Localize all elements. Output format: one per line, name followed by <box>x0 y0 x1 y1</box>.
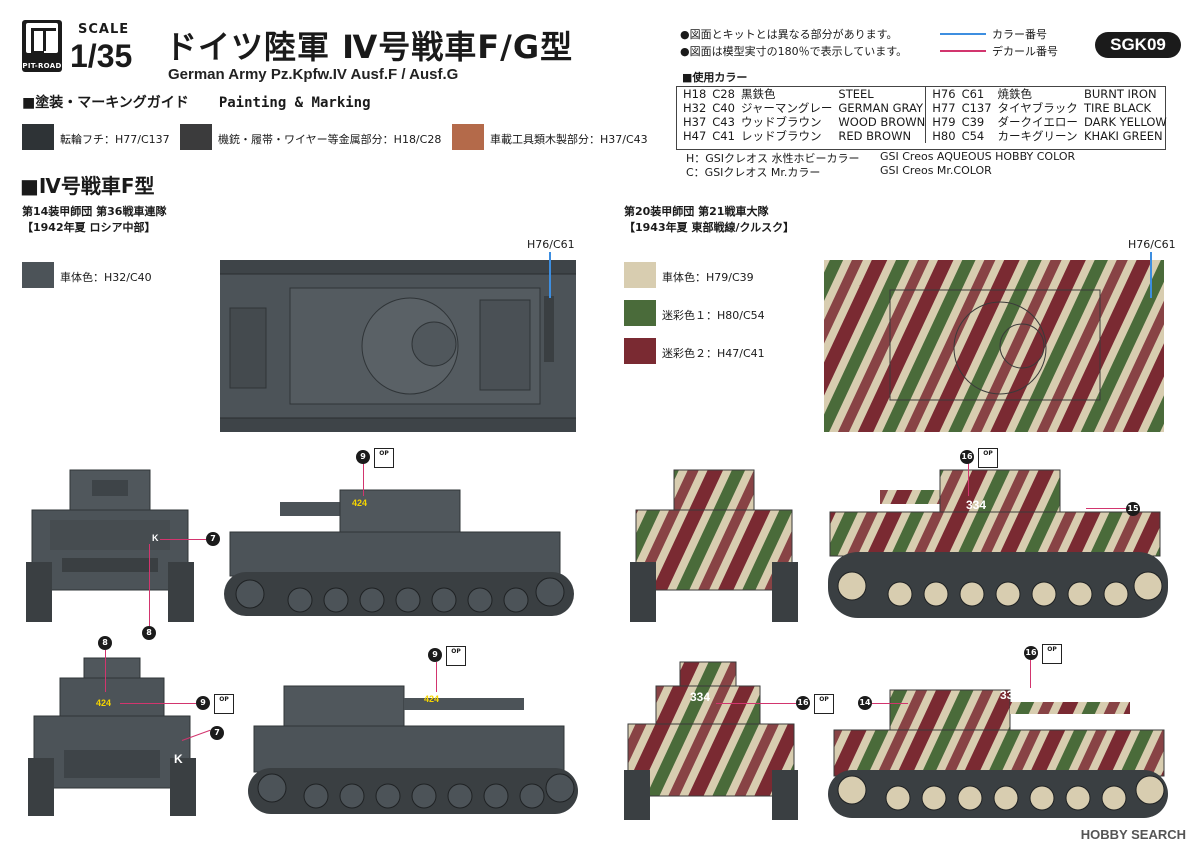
scheme2-front-view <box>630 469 798 622</box>
footnote-c-en: GSI Creos Mr.COLOR <box>880 164 992 177</box>
product-code-badge: SGK09 <box>1095 32 1181 58</box>
scheme2-top-view <box>824 260 1164 432</box>
leader-16-rear <box>716 703 796 704</box>
legend-decal-line <box>940 50 986 52</box>
leader-16-side <box>968 462 969 496</box>
decal-number-9: 9 <box>356 450 370 464</box>
leader-8-rear <box>105 650 106 692</box>
scheme1-rear-view <box>28 657 196 816</box>
scheme1-side-424: 424 <box>352 498 368 508</box>
section-title: ■Ⅳ号戦車F型 <box>20 174 155 198</box>
scheme2-side-view-right <box>828 689 1168 818</box>
decal-number-14: 14 <box>858 696 872 710</box>
leader-14 <box>872 703 908 704</box>
op-badge: OP <box>214 694 234 714</box>
scheme1-side-view-right <box>248 685 578 814</box>
op-badge: OP <box>978 448 998 468</box>
scheme2-camo2-swatch <box>624 338 656 364</box>
scheme2-base-swatch-label: 車体色：H79/C39 <box>662 271 754 284</box>
leader-15 <box>1086 508 1126 509</box>
legend-color-label: カラー番号 <box>992 28 1047 41</box>
decal-number-7: 7 <box>206 532 220 546</box>
decal-number-9-side2: 9 <box>428 648 442 662</box>
scheme1-callout-line <box>549 252 551 298</box>
decal-number-9-rear: 9 <box>196 696 210 710</box>
footnote-h: H：GSIクレオス 水性ホビーカラー <box>686 152 860 165</box>
scheme2-period: 【1943年夏 東部戦線/クルスク】 <box>624 221 795 234</box>
scheme2-camo1-swatch-label: 迷彩色１：H80/C54 <box>662 309 765 322</box>
pit-road-logo: PIT-ROAD <box>22 20 62 72</box>
scheme2-callout-line <box>1150 252 1152 298</box>
op-badge: OP <box>374 448 394 468</box>
swatch-wheel-rim-label: 転輪フチ：H77/C137 <box>60 133 170 146</box>
op-badge: OP <box>814 694 834 714</box>
leader-9-rear <box>120 703 196 704</box>
footnote-h-en: GSI Creos AQUEOUS HOBBY COLOR <box>880 150 1076 163</box>
title-japanese: ドイツ陸軍 Ⅳ号戦車F/G型 <box>165 28 574 66</box>
scheme2-rear-334: 334 <box>690 690 711 704</box>
title-english: German Army Pz.Kpfw.IV Ausf.F / Ausf.G <box>168 66 459 83</box>
leader-8 <box>149 544 150 628</box>
scheme1-unit: 第14装甲師団 第36戦車連隊 <box>22 205 167 218</box>
scheme1-period: 【1942年夏 ロシア中部】 <box>22 221 156 234</box>
scheme1-side-view <box>224 489 574 616</box>
scheme1-rear-k: K <box>174 752 183 766</box>
scheme2-base-swatch <box>624 262 656 288</box>
op-badge: OP <box>1042 644 1062 664</box>
scheme1-rear-424: 424 <box>96 698 112 708</box>
note-2: ●図面は模型実寸の180％で表示しています。 <box>680 45 908 58</box>
scheme2-side-334: 334 <box>966 498 987 512</box>
scheme2-rear-view <box>624 661 798 820</box>
decal-number-7-rear: 7 <box>210 726 224 740</box>
decal-number-16-rear: 16 <box>796 696 810 710</box>
color-table-title: ■使用カラー <box>682 71 748 84</box>
scale-label: SCALE <box>78 22 130 37</box>
footnote-c: C：GSIクレオス Mr.カラー <box>686 166 821 179</box>
leader-16-side2 <box>1030 660 1031 688</box>
scheme2-callout: H76/C61 <box>1128 238 1176 251</box>
decal-number-8: 8 <box>142 626 156 640</box>
leader-9-side2 <box>436 662 437 692</box>
scheme2-camo2-swatch-label: 迷彩色２：H47/C41 <box>662 347 765 360</box>
scheme2-side2-334: 334 <box>1000 688 1021 702</box>
decal-number-16: 16 <box>960 450 974 464</box>
swatch-wooden-tools-label: 車載工具類木製部分：H37/C43 <box>490 133 648 146</box>
scheme1-front-k: K <box>152 533 159 543</box>
leader-9-side <box>363 462 364 496</box>
decal-number-16-side2: 16 <box>1024 646 1038 660</box>
scheme2-unit: 第20装甲師団 第21戦車大隊 <box>624 205 769 218</box>
scheme2-side-view <box>828 469 1168 618</box>
scheme1-top-view <box>220 260 576 432</box>
swatch-metal-parts <box>180 124 212 150</box>
leader-7 <box>160 539 206 540</box>
scheme1-base-swatch-label: 車体色：H32/C40 <box>60 271 152 284</box>
watermark: HOBBY SEARCH <box>1080 827 1186 842</box>
swatch-metal-parts-label: 機銃・履帯・ワイヤー等金属部分：H18/C28 <box>218 133 442 146</box>
legend-color-line <box>940 33 986 35</box>
legend-decal-label: デカール番号 <box>992 45 1058 58</box>
scheme1-callout: H76/C61 <box>527 238 575 251</box>
scheme1-side2-424: 424 <box>424 694 440 704</box>
swatch-wooden-tools <box>452 124 484 150</box>
decal-number-8-rear: 8 <box>98 636 112 650</box>
decal-number-15: 15 <box>1126 502 1140 516</box>
scheme1-base-swatch <box>22 262 54 288</box>
scale-value: 1/35 <box>70 38 133 74</box>
note-1: ●図面とキットとは異なる部分があります。 <box>680 28 898 41</box>
scheme2-camo1-swatch <box>624 300 656 326</box>
scheme1-front-view <box>26 469 194 622</box>
op-badge: OP <box>446 646 466 666</box>
swatch-wheel-rim <box>22 124 54 150</box>
